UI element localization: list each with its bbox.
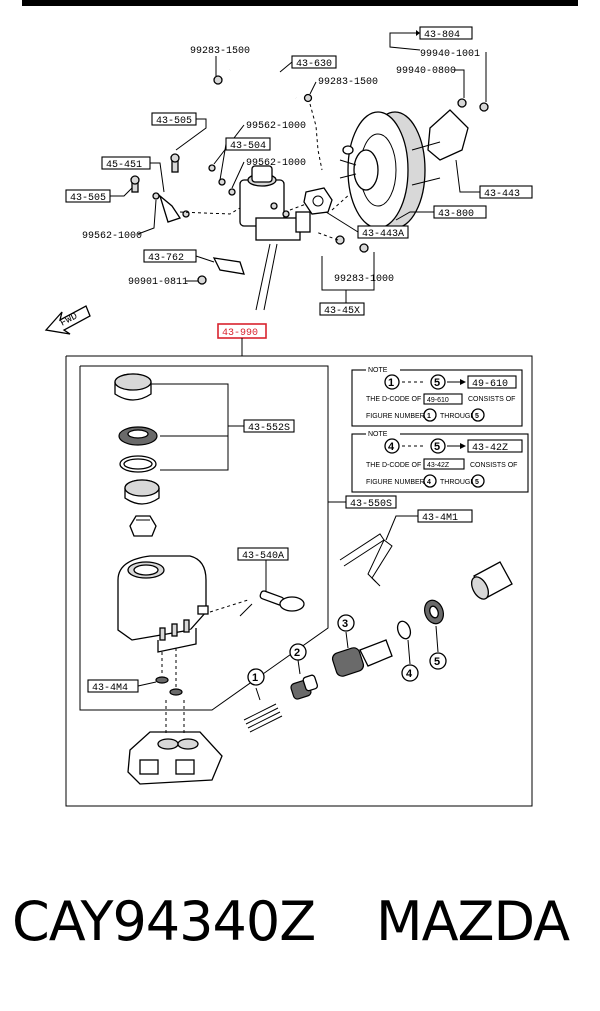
label-43-505-a: 43-505 bbox=[156, 116, 192, 127]
label-99283-1500-a: 99283-1500 bbox=[190, 46, 250, 57]
top-rule bbox=[22, 0, 578, 6]
svg-text:NOTE: NOTE bbox=[368, 367, 388, 374]
note-box-1: NOTE 1 5 49-610 THE D-CODE OF 49-610 CON… bbox=[351, 364, 523, 427]
booster-gasket bbox=[303, 187, 333, 215]
svg-text:49-610: 49-610 bbox=[472, 379, 508, 390]
spring-1: 1 bbox=[243, 668, 283, 733]
figure-number-5: 5 bbox=[434, 656, 440, 668]
label-43-990: 43-990 bbox=[222, 328, 258, 339]
svg-text:4: 4 bbox=[388, 441, 395, 453]
footer: CAY94340Z MAZDA bbox=[0, 890, 600, 970]
piston-2: 2 bbox=[289, 643, 319, 700]
label-99940-1001: 99940-1001 bbox=[420, 49, 480, 60]
svg-text:1: 1 bbox=[427, 413, 431, 420]
label-43-504: 43-504 bbox=[230, 141, 266, 152]
o-ring bbox=[119, 455, 157, 473]
brake-booster bbox=[339, 98, 489, 229]
label-99562-1000-b: 99562-1000 bbox=[246, 158, 306, 169]
svg-text:5: 5 bbox=[434, 441, 440, 453]
label-43-45x: 43-45X bbox=[324, 306, 360, 317]
piston-3: 3 bbox=[331, 614, 393, 677]
note-box-2: NOTE 4 5 43-42Z THE D-CODE OF 43-42Z CON… bbox=[351, 428, 529, 493]
label-43-4m4: 43-4M4 bbox=[92, 683, 128, 694]
svg-text:THE D-CODE OF: THE D-CODE OF bbox=[366, 396, 421, 403]
svg-text:CONSISTS OF: CONSISTS OF bbox=[468, 396, 515, 403]
svg-text:CONSISTS OF: CONSISTS OF bbox=[470, 462, 517, 469]
label-43-505-b: 43-505 bbox=[70, 193, 106, 204]
svg-text:THROUGH: THROUGH bbox=[440, 479, 475, 486]
svg-text:49-610: 49-610 bbox=[427, 397, 449, 404]
fittings bbox=[130, 153, 369, 285]
figure-number-4: 4 bbox=[406, 668, 413, 680]
label-45-451: 45-451 bbox=[106, 160, 142, 171]
label-90901-0811: 90901-0811 bbox=[128, 277, 188, 288]
svg-text:5: 5 bbox=[475, 479, 479, 486]
label-99562-1000-a: 99562-1000 bbox=[246, 121, 306, 132]
vacuum-hose bbox=[213, 63, 323, 171]
label-43-800: 43-800 bbox=[438, 209, 474, 220]
wire-clip bbox=[339, 533, 393, 587]
part-code: CAY94340Z bbox=[12, 890, 316, 953]
o-ring-4: 4 bbox=[396, 620, 419, 682]
svg-text:43-42Z: 43-42Z bbox=[427, 462, 450, 469]
filler-neck bbox=[129, 515, 157, 537]
label-43-443: 43-443 bbox=[484, 189, 520, 200]
seal-5: 5 bbox=[423, 599, 447, 670]
figure-number-2: 2 bbox=[294, 647, 300, 659]
grommets bbox=[155, 648, 183, 696]
retaining-pin bbox=[209, 590, 305, 617]
svg-text:4: 4 bbox=[427, 479, 431, 486]
svg-text:1: 1 bbox=[388, 377, 394, 389]
label-43-630: 43-630 bbox=[296, 59, 332, 70]
label-43-552s: 43-552S bbox=[248, 423, 290, 434]
boot-sleeve bbox=[470, 561, 513, 600]
upper-labels: 43-804 99940-1001 99940-0800 99283-1500 … bbox=[65, 26, 533, 317]
fwd-arrow-icon: FWD bbox=[44, 305, 91, 335]
seal-ring bbox=[118, 426, 158, 446]
svg-text:5: 5 bbox=[475, 413, 479, 420]
master-cylinder-body bbox=[127, 700, 223, 785]
svg-text:THE D-CODE OF: THE D-CODE OF bbox=[366, 462, 421, 469]
label-43-443a: 43-443A bbox=[362, 229, 404, 240]
label-43-550s: 43-550S bbox=[350, 499, 392, 510]
svg-text:FIGURE NUMBERS: FIGURE NUMBERS bbox=[366, 479, 430, 486]
strainer bbox=[124, 479, 160, 505]
label-43-762: 43-762 bbox=[148, 253, 184, 264]
inset-frame bbox=[65, 355, 533, 807]
figure-number-3: 3 bbox=[342, 618, 348, 630]
highlight-callout: 43-990 bbox=[217, 323, 267, 356]
label-43-804: 43-804 bbox=[424, 30, 460, 41]
svg-text:NOTE: NOTE bbox=[368, 431, 388, 438]
label-99940-0800: 99940-0800 bbox=[396, 66, 456, 77]
svg-text:FIGURE NUMBERS: FIGURE NUMBERS bbox=[366, 413, 430, 420]
figure-number-1: 1 bbox=[252, 672, 258, 684]
label-99283-1000: 99283-1000 bbox=[334, 274, 394, 285]
label-99283-1500-b: 99283-1500 bbox=[318, 77, 378, 88]
svg-text:5: 5 bbox=[434, 377, 440, 389]
svg-text:43-42Z: 43-42Z bbox=[472, 443, 508, 454]
reservoir-cap bbox=[114, 373, 152, 401]
label-43-540a: 43-540A bbox=[242, 551, 284, 562]
label-43-4m1: 43-4M1 bbox=[422, 513, 458, 524]
brand-name: MAZDA bbox=[376, 890, 570, 953]
brake-fluid-reservoir bbox=[117, 555, 209, 653]
label-99562-1000-c: 99562-1000 bbox=[82, 231, 142, 242]
master-cylinder-upper bbox=[239, 165, 311, 311]
svg-text:THROUGH: THROUGH bbox=[440, 413, 475, 420]
parts-diagram: FWD bbox=[44, 26, 533, 807]
